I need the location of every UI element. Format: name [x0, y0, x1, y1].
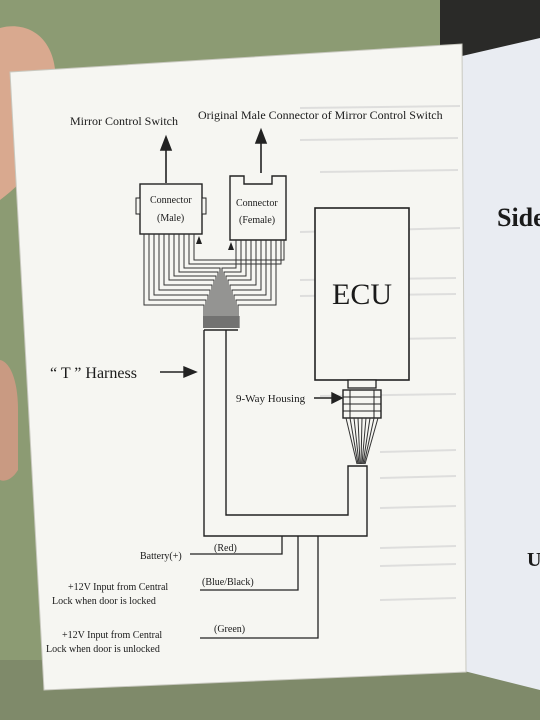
connector-male: Connector (Male) [135, 183, 207, 244]
connector-female-label-2: (Female) [239, 215, 275, 226]
mirror-switch-label: Mirror Control Switch [70, 114, 178, 128]
bundle-tie [203, 316, 240, 328]
folded-page [460, 38, 540, 690]
battery-label: Battery(+) [140, 551, 182, 562]
t-harness-tube [203, 329, 368, 537]
connector-female: Connector (Female) [228, 175, 287, 250]
output-wires [190, 536, 319, 639]
finger [0, 360, 18, 481]
unlocked-input-label-1: +12V Input from Central [62, 630, 162, 641]
connector-female-label-1: Connector [236, 198, 278, 209]
nine-way-housing [342, 379, 382, 465]
connector-male-label-2: (Male) [157, 213, 184, 224]
original-connector-label: Original Male Connector of Mirror Contro… [198, 108, 443, 122]
green-wire-label: (Green) [214, 624, 245, 635]
t-harness-label: “ T ” Harness [50, 365, 137, 382]
locked-input-label-2: Lock when door is locked [52, 596, 156, 607]
blue-black-wire-label: (Blue/Black) [202, 577, 254, 588]
side-heading: Side [497, 203, 540, 232]
connector-male-label-1: Connector [150, 195, 192, 206]
paper-edge [9, 43, 467, 691]
unlocked-input-label-2: Lock when door is unlocked [46, 644, 160, 655]
housing-label: 9-Way Housing [236, 393, 306, 405]
ecu-label: ECU [332, 278, 392, 311]
paper [10, 44, 466, 690]
red-wire-label: (Red) [214, 543, 237, 554]
t-harness-arrow [160, 365, 198, 379]
housing-arrow [314, 391, 344, 405]
up-arrows [159, 127, 268, 183]
locked-input-label-1: +12V Input from Central [68, 582, 168, 593]
footer-fragment: U [527, 549, 540, 571]
